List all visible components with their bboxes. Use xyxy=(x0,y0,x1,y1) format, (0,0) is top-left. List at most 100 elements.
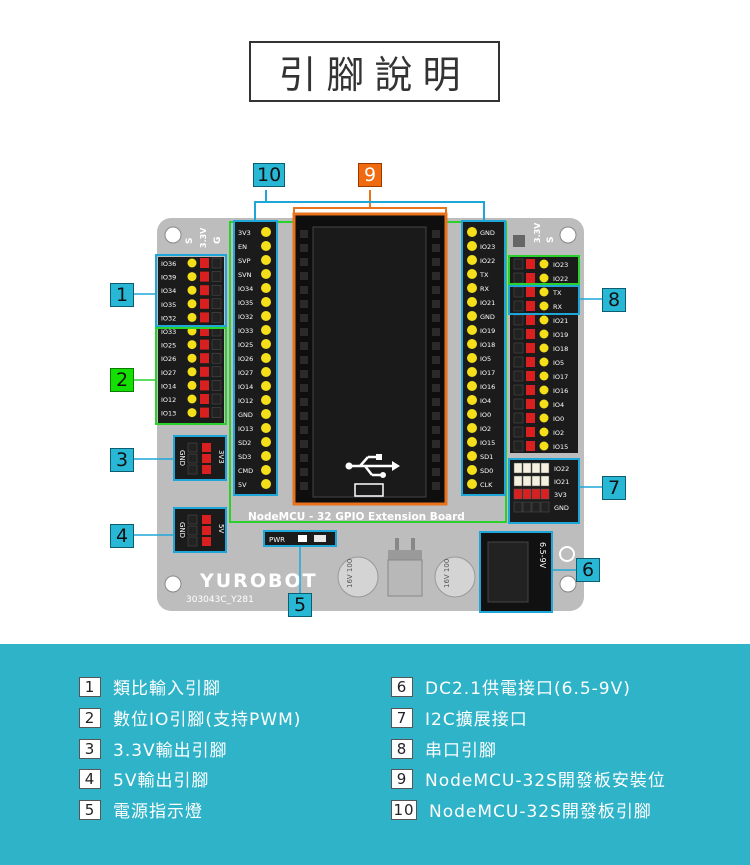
i2c-pin xyxy=(522,475,532,487)
power-led-label: PWR xyxy=(269,536,285,544)
pin-signal xyxy=(187,272,197,282)
pin-ground xyxy=(513,342,524,354)
header-pin xyxy=(261,269,271,279)
pin-power xyxy=(526,399,535,409)
legend-number: 9 xyxy=(391,768,413,789)
pin-power xyxy=(526,273,535,283)
pin-power xyxy=(526,413,535,423)
callout-3: 3 xyxy=(110,448,134,472)
legend-text: 串口引腳 xyxy=(425,741,497,761)
pin-ground xyxy=(187,464,198,475)
pin-label: IO25 xyxy=(161,342,176,350)
header-pin xyxy=(261,241,271,251)
outline-serial-b xyxy=(508,285,580,315)
pin-power xyxy=(526,315,535,325)
pin-ground xyxy=(513,356,524,368)
v33-gnd-label: GND xyxy=(178,450,186,466)
pin-power xyxy=(526,385,535,395)
pin-power xyxy=(526,343,535,353)
i2c-pin xyxy=(540,488,550,500)
header-pin-label: SVP xyxy=(238,257,251,265)
header-pin xyxy=(467,283,477,293)
mount-hole xyxy=(559,575,577,593)
header-pin-label: GND xyxy=(238,411,253,419)
header-pin xyxy=(467,395,477,405)
legend-number: 8 xyxy=(391,738,413,759)
pin-ground xyxy=(211,257,222,269)
i2c-label: 3V3 xyxy=(554,491,567,499)
pin-ground xyxy=(513,384,524,396)
header-pin-label: IO33 xyxy=(238,327,253,335)
header-pin-label: IO15 xyxy=(480,439,495,447)
legend-text: 數位IO引腳(支持PWM) xyxy=(113,710,302,730)
legend-item-10: 10 NodeMCU-32S開發板引腳 xyxy=(391,797,652,822)
outline-serial-a xyxy=(508,255,580,285)
pin-ground xyxy=(187,514,198,525)
dc-polarity-icon xyxy=(559,546,575,562)
bracket-9 xyxy=(293,190,447,214)
header-pin-label: EN xyxy=(238,243,247,251)
socket-hole xyxy=(300,356,308,364)
socket-hole xyxy=(300,272,308,280)
i2c-pin xyxy=(522,501,532,513)
capacitor xyxy=(337,556,379,598)
socket-hole xyxy=(300,426,308,434)
legend-text: 電源指示燈 xyxy=(113,802,203,822)
pin-ground xyxy=(513,440,524,452)
header-pin xyxy=(467,437,477,447)
i2c-pin xyxy=(513,475,523,487)
pin-signal xyxy=(539,273,549,283)
socket-hole xyxy=(432,440,440,448)
header-pin xyxy=(261,255,271,265)
module-inner xyxy=(312,226,427,498)
socket-hole xyxy=(432,300,440,308)
pin-label: IO0 xyxy=(553,415,564,423)
header-pin xyxy=(261,409,271,419)
pin-ground xyxy=(211,366,222,378)
callout-2: 2 xyxy=(110,368,134,392)
socket-hole xyxy=(300,384,308,392)
header-pin-label: IO32 xyxy=(238,313,253,321)
pin-ground xyxy=(513,412,524,424)
regulator-tab xyxy=(388,550,422,560)
header-pin xyxy=(261,479,271,489)
socket-hole xyxy=(432,286,440,294)
pin-ground xyxy=(211,393,222,405)
socket-hole xyxy=(300,370,308,378)
header-pin-label: IO22 xyxy=(480,257,495,265)
pin-power xyxy=(526,329,535,339)
socket-hole xyxy=(432,272,440,280)
socket-hole xyxy=(300,342,308,350)
header-pin-label: IO21 xyxy=(480,299,495,307)
pin-ground xyxy=(513,426,524,438)
header-pin-label: CMD xyxy=(238,467,253,475)
socket-hole xyxy=(300,440,308,448)
pin-label: IO26 xyxy=(161,355,176,363)
v5-gnd-label: GND xyxy=(178,522,186,538)
pin-power xyxy=(200,394,209,404)
socket-hole xyxy=(300,468,308,476)
header-pin xyxy=(261,451,271,461)
header-pin-label: IO16 xyxy=(480,383,495,391)
pin-label: IO32 xyxy=(161,314,176,322)
power-led xyxy=(298,535,307,542)
header-pin xyxy=(467,353,477,363)
pin-power xyxy=(526,287,535,297)
legend-number: 2 xyxy=(79,707,101,728)
header-pin-label: IO27 xyxy=(238,369,253,377)
socket-hole xyxy=(300,412,308,420)
header-pin-label: CLK xyxy=(480,481,493,489)
callout-4: 4 xyxy=(110,524,134,548)
legend-item-4: 4 5V輸出引腳 xyxy=(79,766,209,791)
header-pin xyxy=(261,437,271,447)
pin-power xyxy=(526,427,535,437)
brand-logo: YUROBOT xyxy=(199,570,318,592)
i2c-label: IO21 xyxy=(554,478,569,486)
pin-ground xyxy=(211,312,222,323)
pin-label: IO5 xyxy=(553,359,564,367)
pin-ground xyxy=(513,258,524,270)
header-pin-label: SD3 xyxy=(238,453,251,461)
header-pin-label: IO26 xyxy=(238,355,253,363)
header-pin xyxy=(467,227,477,237)
pin-signal xyxy=(539,329,549,339)
